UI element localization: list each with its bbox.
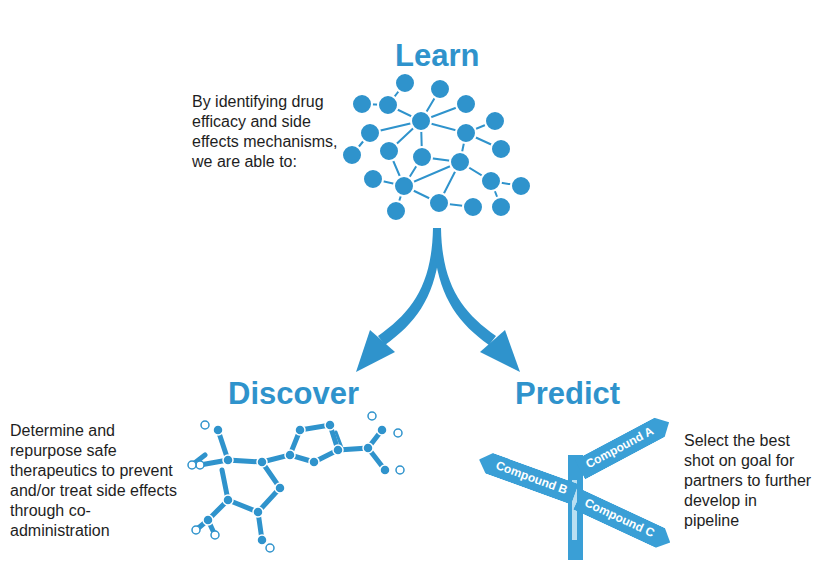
section-heading: Learn (395, 38, 479, 74)
sign-text: Compound A (583, 424, 656, 472)
description-text: By identifying drug efficacy and side ef… (192, 92, 342, 172)
signpost-board: Compound C (573, 489, 675, 552)
description-text: Select the best shot on goal for partner… (684, 431, 816, 531)
sign-text: Compound C (582, 496, 656, 541)
signpost-board: Compound A (574, 413, 674, 480)
split-arrow (356, 228, 520, 372)
hydrogen-atoms (188, 412, 404, 552)
signpost-board: Compound B (475, 449, 578, 505)
section-heading: Predict (515, 376, 620, 412)
sign-text: Compound B (494, 458, 570, 497)
network-nodes (342, 73, 531, 221)
description-text: Determine and repurpose safe therapeutic… (10, 421, 188, 541)
molecule-atoms (203, 420, 390, 545)
network-graph (352, 83, 521, 211)
section-heading: Discover (228, 376, 359, 412)
molecule (192, 425, 385, 540)
